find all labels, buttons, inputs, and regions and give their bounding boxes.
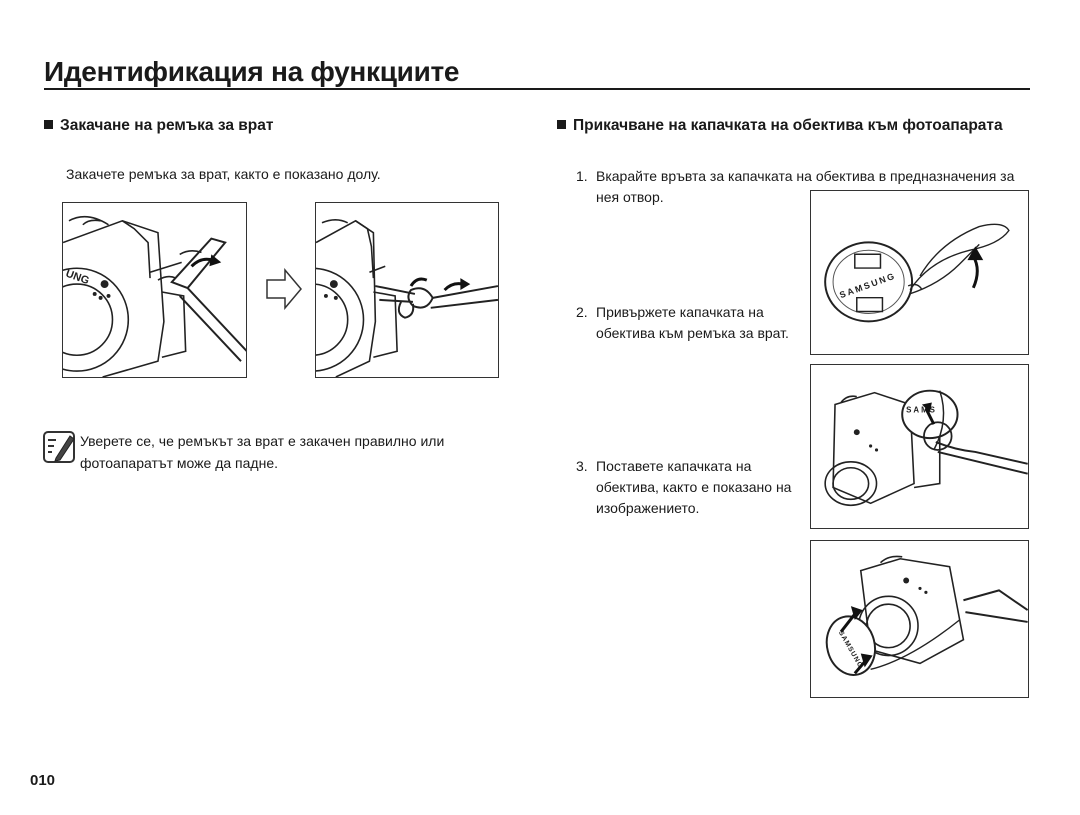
- step-text-line: обектива, както е показано на: [596, 479, 792, 495]
- step-number: 2.: [576, 304, 588, 320]
- note-line-1: Уверете се, че ремъкът за врат е закачен…: [80, 433, 445, 449]
- section-heading-lens-cap: Прикачване на капачката на обектива към …: [557, 117, 1003, 135]
- camera-lens-cap-illustration: SAMSUNG: [825, 555, 1028, 676]
- figure-strap-knotted: [315, 202, 499, 378]
- title-rule: [44, 88, 1030, 90]
- cap-brand-label: SAMS: [906, 405, 937, 414]
- step-text-line: обектива към ремъка за врат.: [596, 325, 789, 341]
- figure-cap-on-lens: SAMSUNG: [810, 540, 1029, 698]
- step-text-line: Привържете капачката на: [596, 304, 764, 320]
- note-pencil-icon: [43, 431, 75, 463]
- section-heading-neck-strap: Закачане на ремъка за врат: [44, 117, 274, 135]
- step-text-line: Поставете капачката на: [596, 458, 752, 474]
- square-bullet-icon: [44, 120, 53, 129]
- lens-cap-illustration: SAMSUNG: [824, 223, 1010, 323]
- step-text-line: нея отвор.: [596, 189, 664, 205]
- neck-strap-intro: Закачете ремъка за врат, както е показан…: [66, 166, 381, 182]
- step-number: 1.: [576, 168, 588, 184]
- figure-lens-cap-cord: SAMSUNG: [810, 190, 1029, 355]
- step-3: 3. Поставете капачката на обектива, както…: [576, 456, 806, 519]
- section-heading-text: Закачане на ремъка за врат: [60, 117, 274, 134]
- step-1: 1. Вкарайте връвта за капачката на обекти…: [576, 166, 1046, 208]
- note-text: Уверете се, че ремъкът за врат е закачен…: [80, 430, 444, 474]
- step-text-line: изображението.: [596, 500, 700, 516]
- square-bullet-icon: [557, 120, 566, 129]
- camera-strap-illustration: UNG: [63, 215, 246, 377]
- arrow-right-icon: [266, 268, 302, 310]
- note-line-2: фотоапаратът може да падне.: [80, 455, 279, 471]
- figure-cap-on-strap: SAMS: [810, 364, 1029, 529]
- camera-strap-knot-illustration: [316, 219, 498, 377]
- figure-strap-threading: UNG: [62, 202, 247, 378]
- section-heading-text: Прикачване на капачката на обектива към …: [573, 117, 1003, 134]
- step-2: 2. Привържете капачката на обектива към р…: [576, 302, 806, 344]
- page-number: 010: [30, 772, 56, 789]
- page-title: Идентификация на функциите: [44, 56, 460, 87]
- step-text-line: Вкарайте връвта за капачката на обектива…: [596, 168, 1015, 184]
- step-number: 3.: [576, 458, 588, 474]
- camera-cap-strap-illustration: SAMS: [824, 389, 1028, 507]
